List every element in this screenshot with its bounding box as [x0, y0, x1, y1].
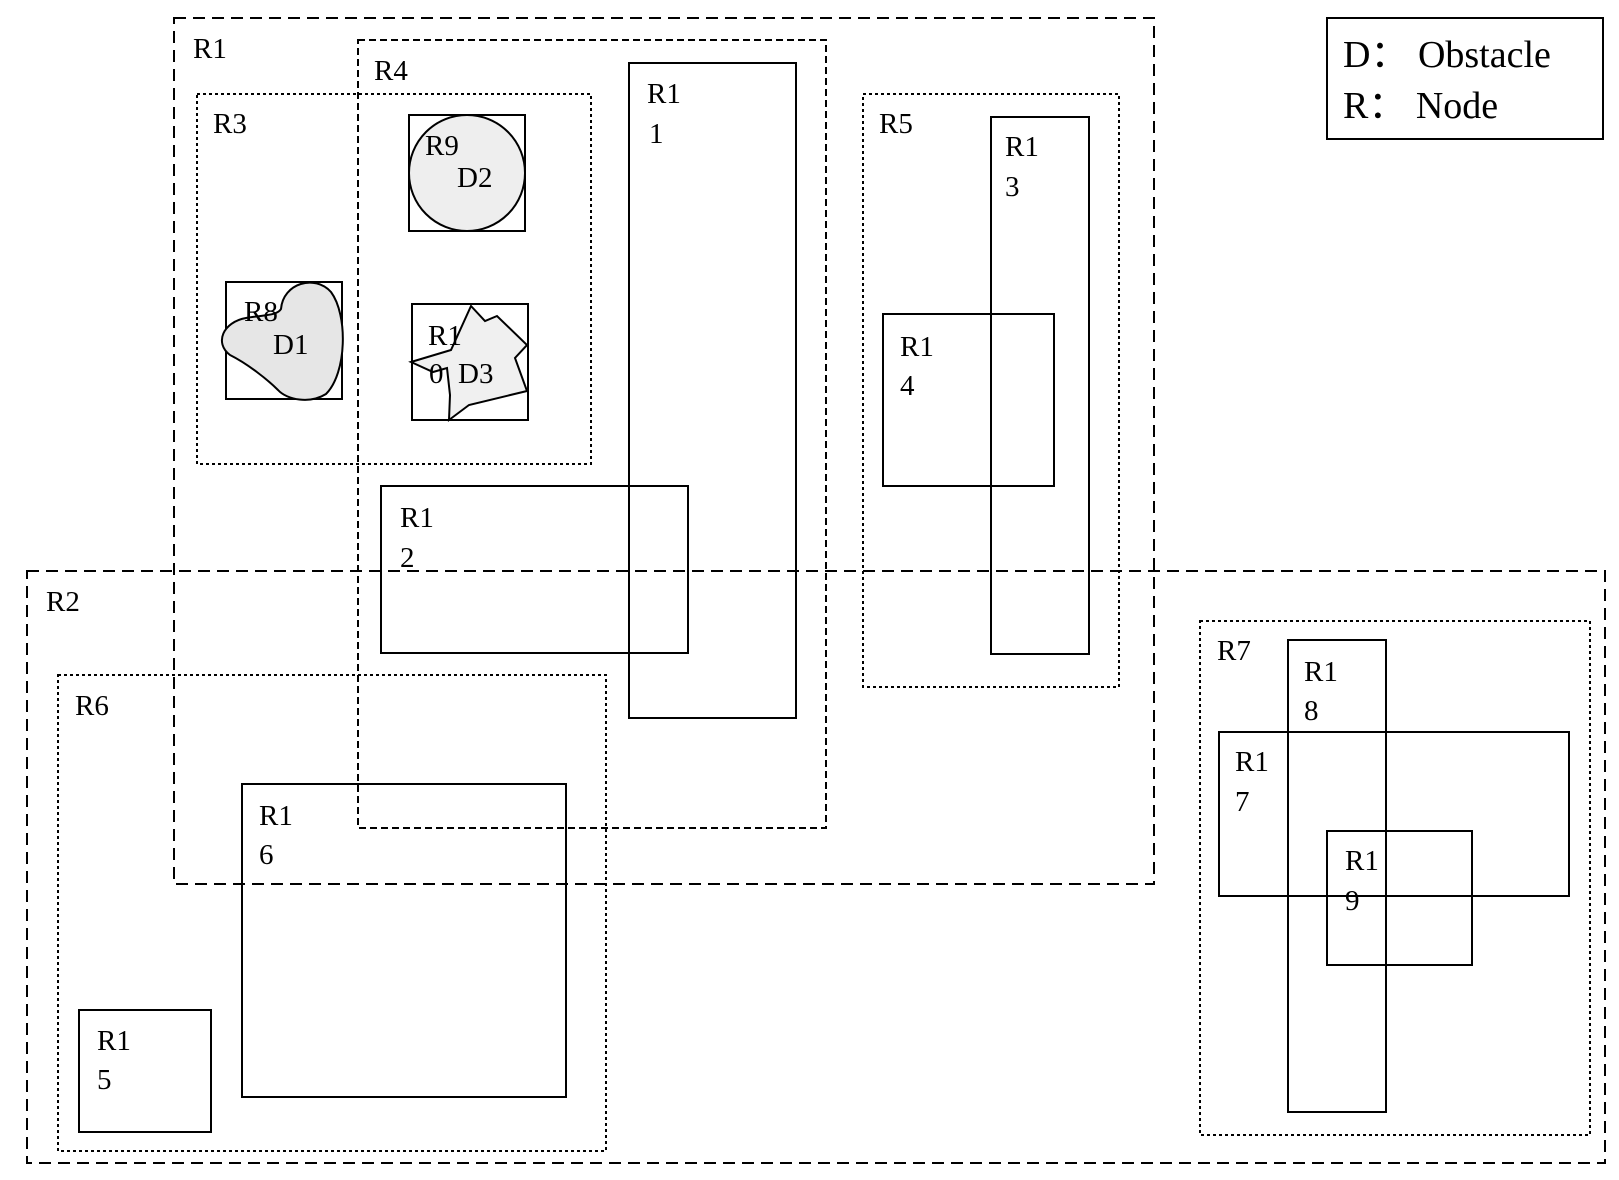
node-r14-label-line2: 4	[900, 370, 915, 402]
obstacle-d3-label: D3	[458, 358, 493, 390]
node-r2: R2	[26, 570, 1606, 1164]
node-r13: R1 3	[990, 116, 1090, 655]
node-r7: R7	[1199, 620, 1591, 1136]
node-r13-label-line1: R1	[1005, 131, 1039, 163]
legend-box	[1326, 17, 1604, 140]
node-r18-label-line2: 8	[1304, 695, 1319, 727]
node-r8: R8 D1	[220, 281, 344, 401]
node-r14-boundary	[882, 313, 1055, 487]
node-r5-boundary	[862, 93, 1120, 688]
node-r4: R4	[357, 39, 827, 829]
obstacle-d1-shape	[220, 281, 344, 401]
node-r7-boundary	[1199, 620, 1591, 1136]
node-r16-label-line2: 6	[259, 839, 274, 871]
node-r6-label: R6	[75, 690, 109, 722]
node-r11-label-line1: R1	[647, 78, 681, 110]
node-r15-label-line1: R1	[97, 1025, 131, 1057]
legend-obstacle: D： Obstacle	[1343, 34, 1551, 76]
node-r14: R1 4	[882, 313, 1055, 487]
node-r7-label: R7	[1217, 635, 1251, 667]
node-r10-label-line1: R1	[428, 320, 462, 352]
obstacle-d3-shape	[408, 304, 529, 423]
node-r11: R1 1	[628, 62, 797, 719]
node-r1-label: R1	[193, 33, 227, 65]
node-r12-boundary	[380, 485, 689, 654]
node-r12: R1 2	[380, 485, 689, 654]
node-r15-boundary	[78, 1009, 212, 1133]
node-r4-boundary	[357, 39, 827, 829]
node-r14-label-line1: R1	[900, 331, 934, 363]
node-r16-label-line1: R1	[259, 800, 293, 832]
node-r19-label-line2: 9	[1345, 885, 1360, 917]
node-r3-label: R3	[213, 108, 247, 140]
node-r9-label: R9	[425, 130, 459, 162]
node-r5-label: R5	[879, 108, 913, 140]
node-r17-label-line2: 7	[1235, 786, 1250, 818]
node-r16: R1 6	[241, 783, 567, 1098]
obstacle-d1-label: D1	[273, 329, 308, 361]
node-r1: R1	[173, 17, 1155, 885]
node-r19-label-line1: R1	[1345, 845, 1379, 877]
node-r17-boundary	[1218, 731, 1570, 897]
obstacle-d2-label: D2	[457, 162, 492, 194]
node-r19: R1 9	[1326, 830, 1473, 966]
node-r6: R6	[57, 674, 607, 1152]
node-r10: R1 0 D3	[408, 303, 529, 423]
node-r15-label-line2: 5	[97, 1064, 112, 1096]
node-r15: R1 5	[78, 1009, 212, 1133]
node-r3-boundary	[196, 93, 592, 465]
node-r2-label: R2	[46, 586, 80, 618]
node-r18-label-line1: R1	[1304, 656, 1338, 688]
node-r5: R5	[862, 93, 1120, 688]
node-r13-boundary	[990, 116, 1090, 655]
node-r12-label-line1: R1	[400, 502, 434, 534]
obstacle-d2-shape	[408, 114, 526, 232]
node-r10-label-line2: 0	[429, 358, 444, 390]
node-r3: R3	[196, 93, 592, 465]
node-r11-boundary	[628, 62, 797, 719]
node-r6-boundary	[57, 674, 607, 1152]
node-r13-label-line2: 3	[1005, 171, 1020, 203]
node-r18-boundary	[1287, 639, 1387, 1113]
legend-node: R： Node	[1343, 85, 1498, 127]
node-r11-label-line2: 1	[649, 118, 664, 150]
node-r17: R1 7	[1218, 731, 1570, 897]
node-r1-boundary	[173, 17, 1155, 885]
node-r19-boundary	[1326, 830, 1473, 966]
node-r9: R9 D2	[408, 114, 526, 232]
node-r16-boundary	[241, 783, 567, 1098]
legend: D： Obstacle R： Node	[1326, 17, 1604, 140]
node-r4-label: R4	[374, 55, 408, 87]
node-r2-boundary	[26, 570, 1606, 1164]
node-r17-label-line1: R1	[1235, 746, 1269, 778]
node-r18: R1 8	[1287, 639, 1387, 1113]
node-r8-label: R8	[244, 296, 278, 328]
node-r12-label-line2: 2	[400, 542, 415, 574]
